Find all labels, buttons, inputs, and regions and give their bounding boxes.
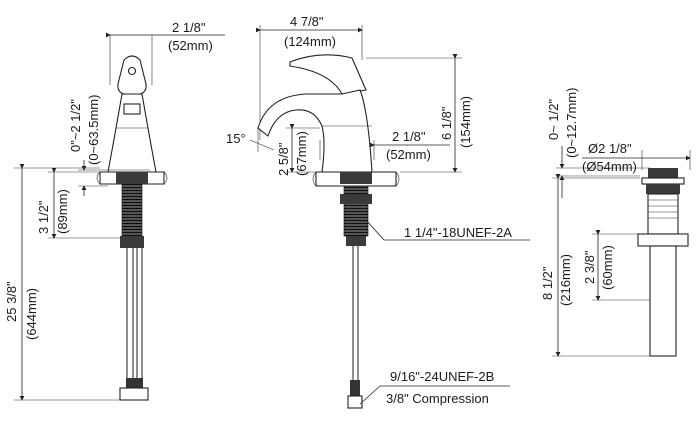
- drain-tailpiece: [649, 245, 677, 357]
- center-reach-in: 4 7/8": [290, 14, 324, 29]
- center-spout: [257, 89, 373, 173]
- center-height-in: 6 1/8": [439, 106, 454, 140]
- right-dia-in: Ø2 1/8": [588, 141, 632, 156]
- center-hose-thread: 9/16"-24UNEF-2B: [390, 369, 494, 384]
- right-body-mm: (60mm): [600, 245, 615, 290]
- left-connector: [119, 387, 149, 401]
- center-height-mm: (154mm): [458, 96, 473, 148]
- right-dia-mm: (Ø54mm): [582, 159, 637, 174]
- left-lift-in: 0"~2 1/2": [68, 99, 83, 152]
- left-threaded-shank: [121, 183, 143, 237]
- center-reach-mm: (124mm): [284, 34, 336, 49]
- center-side-view: 4 7/8" (124mm) 15° 2 5/8" (67mm): [226, 14, 530, 409]
- left-nut-bottom: [120, 236, 144, 248]
- center-thread-label: 1 1/4"-18UNEF-2A: [404, 225, 512, 240]
- left-front-view: 2 1/8" (52mm) 0"~2 1/2" (0~63.5mm): [4, 20, 225, 401]
- right-total-mm: (216mm): [558, 254, 573, 306]
- center-angle: 15°: [226, 131, 246, 146]
- left-fitting: [126, 378, 143, 388]
- center-handle-lever: [289, 54, 367, 95]
- center-fitting: [350, 380, 360, 396]
- right-total-in: 8 1/2": [540, 266, 555, 300]
- left-total-in: 25 3/8": [4, 281, 19, 322]
- right-drain-view: 0~ 1/2" (0~12.7mm) Ø2 1/8" (Ø54mm) 2 3/8…: [540, 88, 691, 357]
- right-body-in: 2 3/8": [582, 250, 597, 284]
- left-width-mm: (52mm): [168, 38, 213, 53]
- center-base-in: 2 1/8": [392, 129, 426, 144]
- drain-flange: [637, 233, 689, 247]
- left-deck-in: 3 1/2": [36, 200, 51, 234]
- center-compression: 3/8" Compression: [386, 391, 489, 406]
- left-total-mm: (644mm): [24, 288, 39, 340]
- left-nut-top: [116, 172, 148, 184]
- left-deck-mm: (89mm): [55, 189, 70, 234]
- right-lift-in: 0~ 1/2": [546, 98, 561, 140]
- left-lift-mm: (0~63.5mm): [86, 95, 101, 165]
- right-lift-mm: (0~12.7mm): [564, 88, 579, 158]
- center-spout-mm: (67mm): [294, 131, 309, 176]
- left-width-in: 2 1/8": [172, 20, 206, 35]
- center-threaded-shank: [343, 185, 369, 237]
- center-spout-in: 2 5/8": [276, 142, 291, 176]
- center-base-mm: (52mm): [386, 147, 431, 162]
- drain-cap: [648, 168, 678, 178]
- handle-indicator: [127, 66, 137, 76]
